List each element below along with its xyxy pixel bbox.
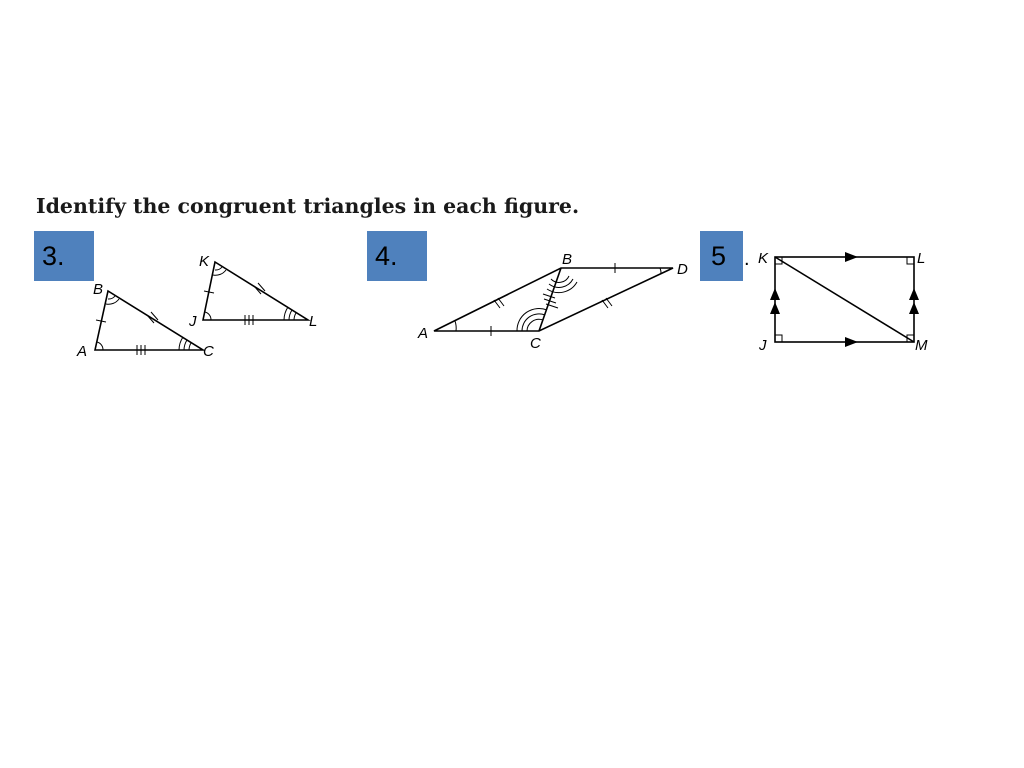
label-5-l: L bbox=[917, 250, 925, 267]
label-5-j: J bbox=[758, 337, 767, 354]
label-3-l: L bbox=[309, 313, 317, 330]
side-jl-ticks bbox=[244, 315, 254, 325]
figure-4: A B C D bbox=[417, 251, 688, 352]
side-kl-ticks bbox=[253, 282, 266, 295]
side-bc-ticks bbox=[146, 311, 159, 324]
side-ab-ticks bbox=[493, 297, 505, 309]
label-4-a: A bbox=[417, 325, 428, 342]
diagonal-bc-ticks bbox=[542, 293, 559, 309]
angle-a-arc bbox=[96, 341, 104, 351]
angle-j-arc bbox=[204, 311, 212, 321]
angle-k-arc bbox=[212, 266, 227, 276]
label-5-m: M bbox=[915, 337, 928, 354]
diagonal-bc bbox=[538, 267, 562, 332]
problem-3-badge: 3. bbox=[34, 231, 94, 281]
right-angle-j bbox=[775, 334, 783, 342]
angle-c-arc bbox=[516, 308, 548, 332]
label-4-d: D bbox=[677, 261, 688, 278]
angle-b-arc bbox=[105, 295, 120, 305]
arrow-kl bbox=[845, 252, 858, 262]
right-angle-l bbox=[906, 257, 914, 265]
angle-a-arc bbox=[454, 320, 457, 332]
side-jk-tick bbox=[203, 290, 215, 294]
figure-3: A B C J K L bbox=[76, 253, 317, 360]
diagonal-km bbox=[774, 256, 915, 343]
problem-4-badge: 4. bbox=[367, 231, 427, 281]
problem-5-dot: . bbox=[744, 248, 750, 270]
problem-5-badge: 5 bbox=[700, 231, 743, 281]
arrow-ml-1 bbox=[909, 288, 919, 300]
right-angle-m bbox=[906, 334, 914, 342]
parallelogram-abdc bbox=[433, 267, 674, 332]
label-4-b: B bbox=[562, 251, 572, 268]
right-angle-k bbox=[775, 257, 783, 265]
instruction-heading: Identify the congruent triangles in each… bbox=[36, 194, 580, 218]
triangle-abc bbox=[94, 289, 206, 351]
label-3-c: C bbox=[203, 343, 214, 360]
figure-5: K L J M bbox=[758, 250, 928, 354]
side-ac-ticks bbox=[136, 345, 146, 355]
arrow-jm bbox=[845, 337, 858, 347]
angle-l-arc bbox=[283, 306, 297, 321]
side-ab-tick bbox=[95, 319, 107, 323]
triangle-jkl bbox=[202, 260, 311, 321]
label-3-k: K bbox=[199, 253, 210, 270]
label-4-c: C bbox=[530, 335, 541, 352]
label-3-a: A bbox=[76, 343, 87, 360]
label-3-j: J bbox=[188, 313, 197, 330]
label-3-b: B bbox=[93, 281, 103, 298]
angle-c-arc bbox=[178, 336, 192, 351]
side-cd-ticks bbox=[601, 297, 613, 309]
arrow-jk-1 bbox=[770, 288, 780, 300]
arrow-jk-2 bbox=[770, 302, 780, 314]
angle-b-arc bbox=[546, 275, 578, 294]
arrow-ml-2 bbox=[909, 302, 919, 314]
angle-d-arc bbox=[659, 267, 662, 275]
label-5-k: K bbox=[758, 250, 769, 267]
